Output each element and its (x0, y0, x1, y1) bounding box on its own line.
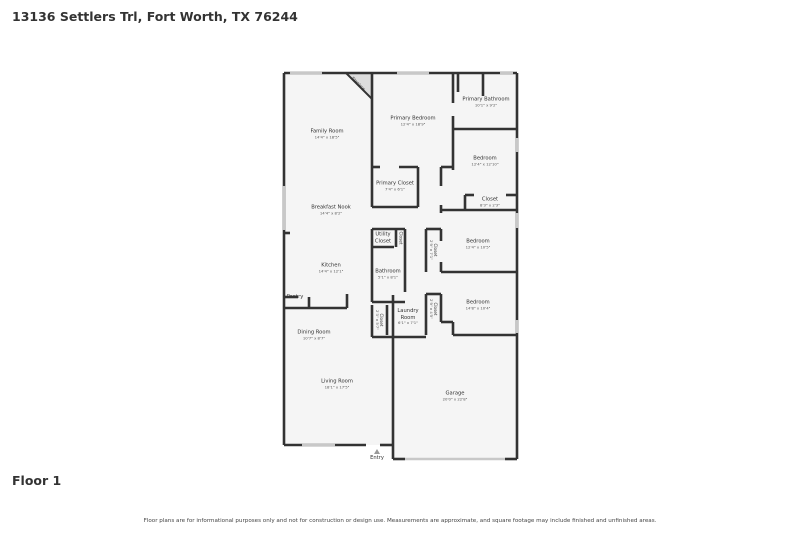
entry-label: Entry (370, 454, 384, 461)
entry-arrow-icon (374, 449, 380, 454)
disclaimer: Floor plans are for informational purpos… (143, 518, 657, 524)
room-closet: Closet (398, 231, 404, 245)
address-title: 13136 Settlers Trl, Fort Worth, TX 76244 (12, 9, 298, 24)
room-utility-closet: Utility Closet (374, 231, 392, 245)
room-pantry: Pantry (286, 293, 304, 300)
floor-label: Floor 1 (12, 473, 62, 488)
windows (282, 71, 519, 461)
